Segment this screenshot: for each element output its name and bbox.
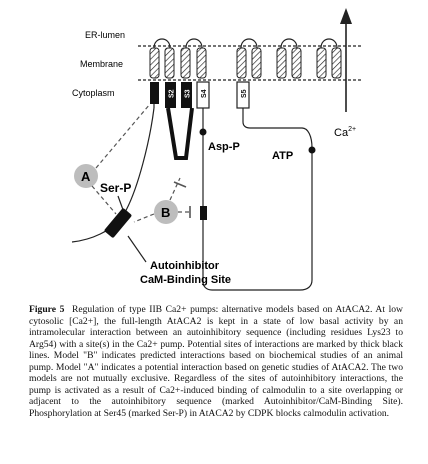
model-a-to-autoinhibitor <box>91 185 117 215</box>
segment-s3 <box>181 82 192 108</box>
actuator-domain <box>166 107 194 160</box>
autoinhibitor-label: Autoinhibitor <box>150 260 220 272</box>
model-b-inhibition-bar <box>173 181 187 188</box>
cam-binding-site-label: CaM-Binding Site <box>140 274 231 286</box>
ser-p-label: Ser-P <box>100 181 131 195</box>
model-b-badge <box>154 200 178 224</box>
segment-s3-label: S3 <box>185 89 192 98</box>
segment-s1 <box>150 82 159 104</box>
model-a-badge <box>74 164 98 188</box>
autoinhibitor-domain <box>104 208 132 238</box>
pump-backbone <box>153 104 313 291</box>
figure-caption: Figure 5 Regulation of type IIB Ca2+ pum… <box>29 304 403 419</box>
segment-s2-label: S2 <box>169 89 176 98</box>
cytoplasm-label: Cytoplasm <box>72 88 115 98</box>
stalk-segments <box>150 81 250 109</box>
model-b-label: B <box>161 205 170 220</box>
model-a-label: A <box>81 169 91 184</box>
lumen-loops <box>153 38 338 49</box>
asp-phosphorylation-site <box>199 128 207 136</box>
segment-s5-label: S5 <box>241 89 248 98</box>
calcium-arrow-head <box>340 8 352 24</box>
segment-s4-label: S4 <box>201 89 208 98</box>
calcium-label: Ca2+ <box>334 126 356 139</box>
pump-model-diagram: ER-lumen Membrane Cytoplasm Ca2+ S2 S3 S <box>71 8 362 291</box>
autoinhibitor-pointer <box>127 235 147 263</box>
membrane-label: Membrane <box>80 59 123 69</box>
model-b-to-autoinhibitor <box>133 213 155 223</box>
transmembrane-helices <box>149 47 342 79</box>
model-a-interaction-line <box>95 103 151 169</box>
segment-s2 <box>165 82 176 108</box>
s4-interaction-mark <box>200 206 207 220</box>
asp-p-label: Asp-P <box>208 141 240 153</box>
figure-label: Figure 5 <box>29 304 65 315</box>
er-lumen-label: ER-lumen <box>85 30 125 40</box>
atp-binding-site <box>308 146 316 154</box>
model-b-to-actuator <box>169 177 181 201</box>
figure-caption-text: Regulation of type IIB Ca2+ pumps: alter… <box>29 304 403 419</box>
atp-label: ATP <box>272 150 293 162</box>
